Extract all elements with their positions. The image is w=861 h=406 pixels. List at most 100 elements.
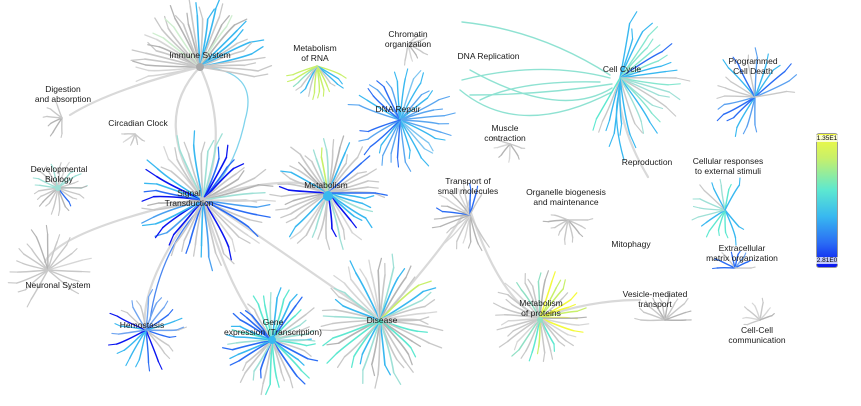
- pathway-branch: [156, 168, 204, 201]
- pathway-branch: [542, 352, 546, 362]
- pathway-branch: [145, 306, 165, 331]
- pathway-branch: [57, 209, 61, 216]
- pathway-branch: [754, 69, 774, 98]
- pathway-chromatin-organization[interactable]: Chromatin organization: [384, 29, 432, 49]
- pathway-branch: [163, 300, 169, 308]
- pathway-branch: [754, 70, 786, 98]
- pathway-branch: [665, 106, 677, 117]
- pathway-branch: [166, 199, 204, 234]
- pathway-branch: [407, 276, 416, 287]
- pathway-branch: [368, 84, 378, 91]
- pathway-branch: [317, 91, 320, 99]
- pathway-immune-system[interactable]: Immune System: [169, 50, 231, 60]
- pathway-branch: [433, 108, 444, 111]
- pathway-branch: [229, 353, 239, 360]
- pathway-branch: [716, 95, 725, 99]
- pathway-branch: [433, 217, 443, 220]
- pathway-metabolism-of-rna[interactable]: Metabolism of RNA: [293, 43, 337, 63]
- pathway-branch: [157, 199, 204, 204]
- pathway-branch: [424, 311, 438, 314]
- pathway-dna-replication[interactable]: DNA Replication: [457, 51, 520, 61]
- pathway-branch: [118, 329, 147, 335]
- pathway-branch: [192, 144, 204, 201]
- pathway-branch: [431, 225, 441, 229]
- color-gradient-bar: [816, 133, 838, 268]
- pathway-muscle-contraction[interactable]: Muscle contraction: [484, 123, 526, 143]
- pathway-branch: [280, 170, 292, 174]
- pathway-branch: [141, 207, 155, 211]
- pathway-branch: [734, 261, 749, 269]
- pathway-branch: [691, 216, 699, 221]
- pathway-branch: [439, 214, 471, 228]
- pathway-transport-of-small-molecules[interactable]: Transport of small molecules: [437, 176, 499, 196]
- pathway-branch: [699, 198, 726, 211]
- pathway-branch: [369, 119, 401, 148]
- pathway-link: [459, 89, 613, 117]
- pathway-branch: [724, 209, 737, 239]
- pathway-branch: [347, 104, 360, 106]
- pathway-branch: [289, 293, 298, 303]
- pathway-cell-cycle[interactable]: Cell Cycle: [602, 64, 642, 74]
- pathway-dna-repair[interactable]: DNA Repair: [375, 104, 421, 114]
- pathway-developmental-biology[interactable]: Developmental Biology: [30, 164, 88, 184]
- pathway-signal-transduction[interactable]: Signal Transduction: [164, 188, 214, 208]
- pathway-cellular-responses[interactable]: Cellular responses to external stimuli: [692, 156, 764, 176]
- pathway-branch: [371, 319, 381, 366]
- pathway-branch: [744, 306, 749, 311]
- pathway-mitophagy[interactable]: Mitophagy: [611, 239, 651, 249]
- pathway-programmed-cell-death[interactable]: Programmed Cell Death: [728, 56, 778, 76]
- pathway-branch: [30, 269, 49, 301]
- pathway-branch: [407, 353, 413, 366]
- pathway-branch: [564, 238, 566, 245]
- pathway-branch: [141, 196, 155, 202]
- pathway-extracellular-matrix[interactable]: Extracellular matrix organization: [706, 243, 778, 263]
- pathway-branch: [415, 54, 419, 59]
- pathway-branch: [724, 87, 756, 98]
- pathway-branch: [75, 173, 82, 177]
- pathway-branch: [71, 197, 78, 200]
- pathway-hemostasis[interactable]: Hemostasis: [119, 320, 165, 330]
- pathway-digestion-and-absorption[interactable]: Digestion and absorption: [34, 84, 92, 104]
- pathway-branch: [322, 315, 336, 318]
- pathway-neuronal-system[interactable]: Neuronal System: [25, 280, 91, 290]
- pathway-metabolism-of-proteins[interactable]: Metabolism of proteins: [519, 298, 563, 318]
- pathway-branch: [195, 2, 198, 17]
- pathway-branch: [730, 251, 733, 256]
- pathway-reproduction[interactable]: Reproduction: [621, 157, 673, 167]
- pathway-branch: [567, 334, 577, 338]
- pathway-branch: [136, 300, 142, 307]
- pathway-branch: [232, 163, 245, 170]
- pathway-branch: [539, 288, 564, 319]
- pathway-branch: [147, 289, 154, 298]
- pathway-branch: [418, 280, 432, 286]
- pathway-hub-node: [537, 317, 543, 323]
- pathway-metabolism[interactable]: Metabolism: [304, 180, 348, 190]
- pathway-gene-expression[interactable]: Gene expression (Transcription): [224, 317, 322, 337]
- fan-cell-cell: [742, 297, 775, 326]
- pathway-branch: [350, 219, 357, 229]
- pathway-cell-cell-communication[interactable]: Cell-Cell communication: [728, 325, 786, 345]
- pathway-branch: [26, 298, 32, 308]
- pathway-branch: [226, 159, 235, 168]
- pathway-branch: [708, 209, 726, 232]
- pathway-branch: [619, 47, 648, 79]
- pathway-branch: [367, 186, 379, 189]
- pathway-branch: [761, 297, 764, 304]
- pathway-disease[interactable]: Disease: [366, 315, 398, 325]
- pathway-branch: [251, 46, 264, 55]
- pathway-vesicle-mediated-transport[interactable]: Vesicle-mediated transport: [622, 289, 688, 309]
- pathway-branch: [358, 104, 401, 121]
- pathway-branch: [288, 225, 297, 238]
- pathway-branch: [751, 302, 756, 307]
- pathway-branch: [32, 177, 40, 180]
- pathway-branch: [304, 155, 313, 163]
- pathway-link: [174, 65, 205, 200]
- pathway-branch: [742, 126, 748, 135]
- pathway-branch: [567, 303, 576, 308]
- pathway-organelle-biogenesis[interactable]: Organelle biogenesis and maintenance: [526, 187, 606, 207]
- pathway-branch: [160, 166, 172, 172]
- pathway-branch: [743, 252, 747, 257]
- legend-min-value: 2.81E0: [814, 257, 840, 264]
- pathway-circadian-clock[interactable]: Circadian Clock: [108, 118, 168, 128]
